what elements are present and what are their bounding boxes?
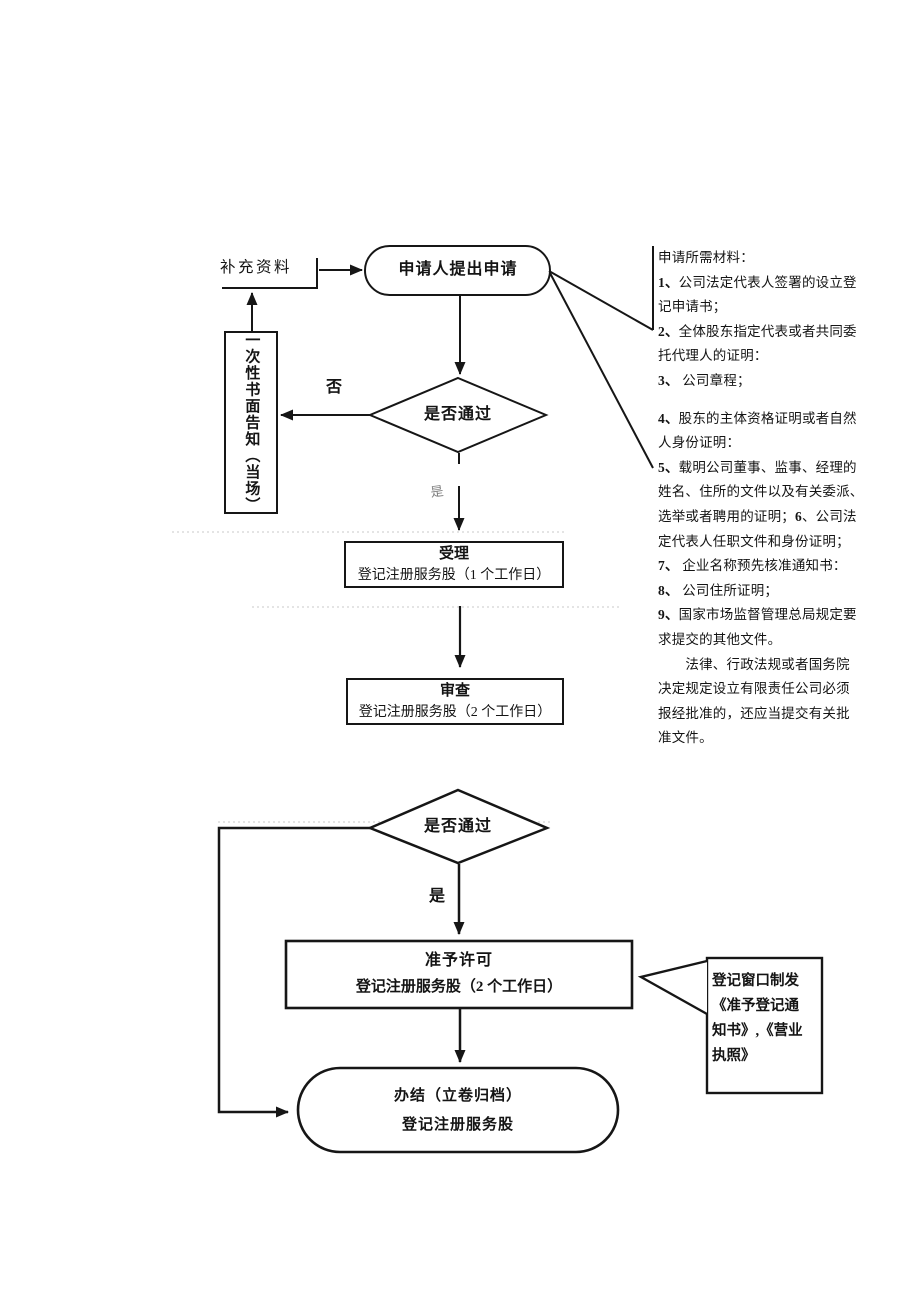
materials-line: 记申请书； — [658, 295, 868, 320]
text-segment: 人身份证明： — [658, 435, 741, 451]
text-segment: 准文件。 — [658, 730, 713, 746]
issue-callout-line: 《准予登记通 — [712, 998, 799, 1014]
materials-line: 7、 企业名称预先核准通知书： — [658, 554, 868, 579]
arrow-decision2-left-route — [217, 826, 370, 1118]
text-segment: 记申请书； — [658, 299, 727, 315]
materials-line: 4、股东的主体资格证明或者自然 — [658, 407, 868, 432]
materials-line: 法律、行政法规或者国务院 — [658, 653, 868, 678]
text-segment: 选举或者聘用的证明； — [658, 508, 795, 524]
decision2-yes-label: 是 — [428, 888, 445, 905]
materials-line: 1、公司法定代表人签署的设立登 — [658, 271, 868, 296]
review-box: 审查 登记注册服务股（2 个工作日） — [347, 681, 563, 723]
text-segment: 定代表人任职文件和身份证明； — [658, 533, 850, 549]
text-segment: 托代理人的证明： — [658, 348, 768, 364]
text-segment: 5、 — [658, 459, 679, 475]
accept-subtitle: 登记注册服务股（1 个工作日） — [357, 568, 551, 583]
text-segment: 企业名称预先核准通知书： — [678, 558, 847, 574]
decision1-label: 是否通过 — [423, 406, 492, 423]
materials-line: 3、 公司章程； — [658, 369, 868, 394]
text-segment: 8、 — [658, 582, 679, 598]
materials-line: 定代表人任职文件和身份证明； — [658, 530, 868, 555]
materials-callout-lines — [548, 246, 654, 469]
text-segment: 9、 — [658, 607, 679, 623]
finish-node: 办结（立卷归档） 登记注册服务股 — [298, 1082, 618, 1140]
text-segment: 公司法定代表人签署的设立登 — [678, 274, 857, 290]
notice-box-label: 一次性书面告知（当场） — [243, 332, 260, 514]
text-segment: 申请所需材料： — [658, 250, 754, 265]
materials-line: 决定规定设立有限责任公司必须 — [658, 677, 868, 702]
text-segment: 、公司法 — [801, 508, 857, 524]
review-box-shape — [346, 678, 564, 725]
text-segment: 决定规定设立有限责任公司必须 — [658, 681, 850, 697]
accept-box-shape — [344, 541, 564, 588]
text-segment: 2、 — [658, 323, 679, 339]
issue-callout-tail — [637, 959, 708, 1016]
finish-line2: 登记注册服务股 — [401, 1117, 514, 1133]
text-segment: 法律、行政法规或者国务院 — [658, 656, 850, 672]
issue-callout-line: 知书》,《营业 — [712, 1023, 803, 1039]
text-segment: 1、 — [658, 274, 679, 290]
text-segment: 全体股东指定代表或者共同委 — [678, 323, 857, 339]
permit-box-shape — [284, 939, 634, 1010]
permit-title: 准予许可 — [424, 952, 493, 969]
materials-list: 申请所需材料： 1、公司法定代表人签署的设立登记申请书； 2、全体股东指定代表或者共… — [658, 246, 868, 751]
materials-line: 2、全体股东指定代表或者共同委 — [658, 320, 868, 345]
text-segment: 股东的主体资格证明或者自然 — [678, 410, 857, 426]
materials-line: 申请所需材料： — [658, 246, 868, 271]
decision1-shape — [367, 376, 549, 454]
permit-subtitle: 登记注册服务股（2 个工作日） — [355, 979, 563, 995]
decision1-yes-label: 是 — [429, 483, 445, 500]
materials-line: 准文件。 — [658, 726, 868, 751]
decision1-no-label: 否 — [325, 379, 342, 396]
text-segment: 公司住所证明； — [678, 582, 779, 598]
text-segment: 7、 — [658, 558, 679, 574]
supplement-label: 补充资料 — [220, 259, 293, 276]
materials-line: 姓名、住所的文件以及有关委派、 — [658, 480, 868, 505]
text-segment: 报经批准的，还应当提交有关批 — [658, 705, 850, 721]
accept-box: 受理 登记注册服务股（1 个工作日） — [345, 544, 563, 586]
decision2-label: 是否通过 — [423, 818, 492, 835]
text-segment: 载明公司董事、监事、经理的 — [678, 459, 857, 475]
issue-callout-shape — [705, 956, 824, 1095]
issue-callout-text: 登记窗口制发《准予登记通知书》,《营业执照》 — [712, 969, 818, 1069]
materials-line: 选举或者聘用的证明；6、公司法 — [658, 505, 868, 530]
accept-title: 受理 — [438, 546, 469, 562]
text-segment: 4、 — [658, 410, 679, 426]
materials-line: 5、载明公司董事、监事、经理的 — [658, 456, 868, 481]
start-node-label: 申请人提出申请 — [398, 261, 518, 278]
text-segment: 姓名、住所的文件以及有关委派、 — [658, 484, 864, 500]
issue-callout-line: 登记窗口制发 — [712, 973, 799, 989]
finish-line1: 办结（立卷归档） — [393, 1088, 522, 1104]
materials-line: 求提交的其他文件。 — [658, 628, 868, 653]
materials-line: 托代理人的证明： — [658, 344, 868, 369]
text-segment: 国家市场监督管理总局规定要 — [678, 607, 857, 623]
review-title: 审查 — [439, 683, 470, 699]
decision2-shape — [366, 788, 551, 865]
text-segment: 6 — [795, 508, 802, 524]
review-subtitle: 登记注册服务股（2 个工作日） — [358, 705, 552, 720]
issue-callout-line: 执照》 — [712, 1048, 756, 1064]
materials-line: 人身份证明： — [658, 431, 868, 456]
text-segment: 求提交的其他文件。 — [658, 631, 782, 647]
materials-line: 9、国家市场监督管理总局规定要 — [658, 603, 868, 628]
supplement-shelf — [222, 258, 318, 289]
materials-line: 报经批准的，还应当提交有关批 — [658, 702, 868, 727]
text-segment: 3、 — [658, 372, 679, 388]
finish-node-shape — [296, 1066, 620, 1154]
text-segment: 公司章程； — [678, 372, 751, 388]
permit-box: 准予许可 登记注册服务股（2 个工作日） — [286, 947, 632, 1000]
notice-box-shape — [224, 331, 278, 514]
materials-line: 8、 公司住所证明； — [658, 579, 868, 604]
